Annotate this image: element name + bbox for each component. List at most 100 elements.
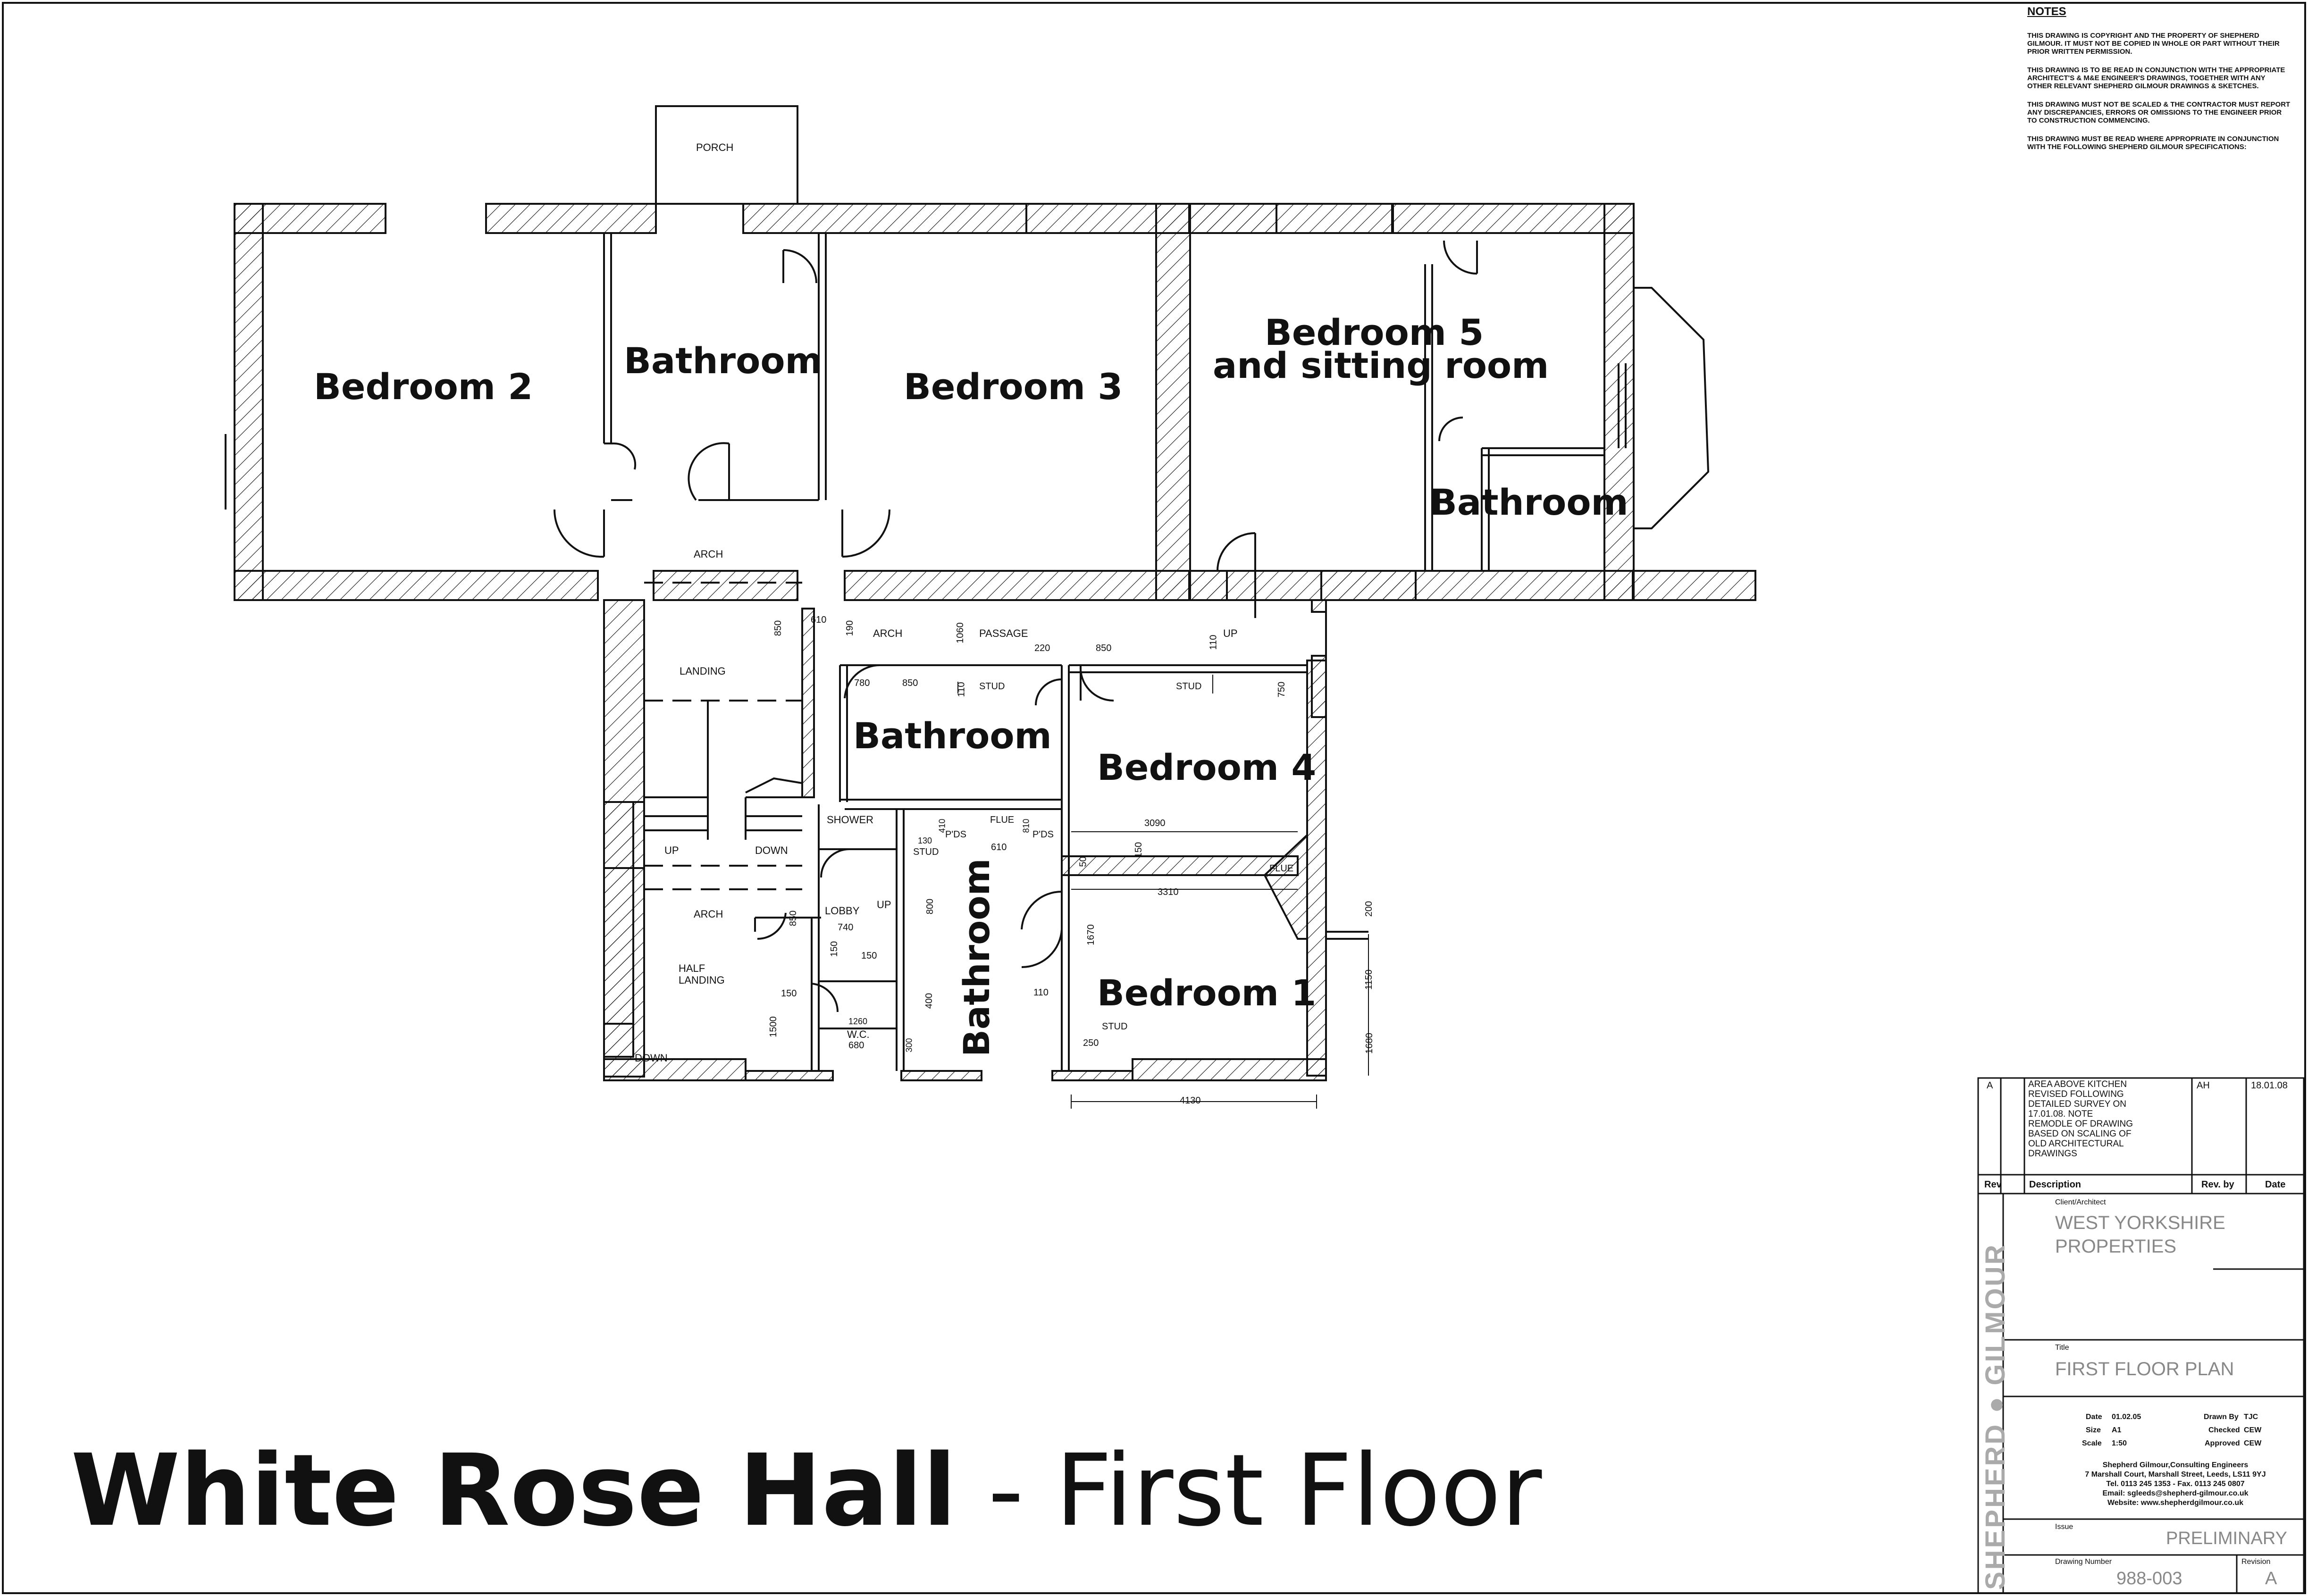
- size-value: A1: [2112, 1426, 2122, 1434]
- room-label-bedroom-5: Bedroom 5: [1265, 311, 1484, 353]
- dim-1260: 1260: [848, 1017, 868, 1026]
- col-rev: Rev: [1984, 1179, 2002, 1190]
- drawing-number-value: 988-003: [2116, 1569, 2182, 1588]
- room-label-sitting-room: and sitting room: [1213, 344, 1549, 386]
- label-pds-1: P'DS: [945, 829, 966, 840]
- title-block-frame: [1977, 1077, 2305, 1594]
- rev-desc-line: 17.01.08. NOTE: [2028, 1109, 2093, 1119]
- client-line-1: WEST YORKSHIRE: [2055, 1212, 2225, 1233]
- lower-doors: [757, 664, 1114, 1012]
- dim-1060: 1060: [955, 622, 965, 643]
- label-pds-2: P'DS: [1032, 829, 1054, 840]
- dim-1680: 1680: [1364, 1033, 1375, 1054]
- company-address: 7 Marshall Court, Marshall Street, Leeds…: [2085, 1471, 2266, 1479]
- drawn-by-value: TJC: [2244, 1413, 2258, 1421]
- upper-partitions: [225, 105, 1710, 571]
- room-label-bedroom-1: Bedroom 1: [1097, 972, 1317, 1014]
- room-label-bedroom-2: Bedroom 2: [314, 366, 533, 408]
- dim-610-b: 610: [991, 842, 1007, 852]
- rev-desc-line: DETAILED SURVEY ON: [2028, 1099, 2127, 1109]
- upper-doors: [553, 240, 1478, 618]
- main-title-bold: White Rose Hall: [71, 1433, 957, 1548]
- dim-300: 300: [904, 1038, 914, 1053]
- label-down-1: DOWN: [755, 844, 788, 856]
- title-value: FIRST FLOOR PLAN: [2055, 1359, 2234, 1379]
- dim-850-b: 850: [1096, 643, 1112, 653]
- label-stud-3: STUD: [913, 847, 939, 857]
- dim-200: 200: [1364, 901, 1375, 917]
- label-stud-2: STUD: [1176, 681, 1202, 692]
- label-down-2: DOWN: [635, 1052, 668, 1064]
- label-shower: SHOWER: [827, 814, 873, 826]
- drawn-by-label: Drawn By: [2204, 1413, 2239, 1421]
- dim-1150: 1150: [1364, 969, 1375, 990]
- note-scaling: THIS DRAWING MUST NOT BE SCALED & THE CO…: [2027, 100, 2291, 125]
- note-copyright: THIS DRAWING IS COPYRIGHT AND THE PROPER…: [2027, 32, 2280, 56]
- lower-partitions: [604, 582, 1368, 1080]
- dim-110-a: 110: [1208, 635, 1219, 650]
- dim-150-a: 150: [1133, 842, 1144, 858]
- main-title-rest: - First Floor: [956, 1433, 1542, 1548]
- client-label: Client/Architect: [2055, 1198, 2106, 1206]
- dim-3310: 3310: [1158, 887, 1179, 897]
- room-label-bathroom-mid: Bathroom: [853, 715, 1052, 757]
- client-line-2: PROPERTIES: [2055, 1236, 2177, 1257]
- dim-850-d: 850: [788, 910, 799, 927]
- note-specifications: THIS DRAWING MUST BE READ WHERE APPROPRI…: [2027, 135, 2279, 151]
- dim-1500: 1500: [768, 1016, 779, 1037]
- revision-value: A: [2265, 1569, 2277, 1588]
- note-conjunction: THIS DRAWING IS TO BE READ IN CONJUNCTIO…: [2027, 66, 2285, 90]
- dim-410: 410: [937, 819, 947, 833]
- rev-desc-line: REVISED FOLLOWING: [2028, 1089, 2124, 1099]
- rev-desc-line: REMODLE OF DRAWING: [2028, 1119, 2133, 1129]
- notes-heading: NOTES: [2027, 5, 2066, 18]
- label-arch-1: ARCH: [694, 548, 723, 560]
- rev-desc-line: AREA ABOVE KITCHEN: [2028, 1079, 2127, 1089]
- drawing-main-title: White Rose Hall - First Floor: [71, 1434, 1542, 1547]
- label-lobby: LOBBY: [825, 905, 860, 917]
- room-label-bedroom-4: Bedroom 4: [1097, 746, 1317, 788]
- dim-810: 810: [1021, 819, 1031, 833]
- dim-850: 850: [773, 620, 784, 636]
- label-passage: PASSAGE: [979, 627, 1028, 639]
- room-label-bathroom-vertical: Bathroom: [956, 858, 998, 1057]
- approved-label: Approved: [2205, 1439, 2240, 1447]
- rev-date-value: 18.01.08: [2251, 1080, 2288, 1091]
- dim-190: 190: [845, 620, 856, 636]
- col-description: Description: [2029, 1179, 2081, 1190]
- label-arch-3: ARCH: [694, 908, 723, 920]
- dim-3090: 3090: [1144, 818, 1166, 828]
- title-label: Title: [2055, 1344, 2069, 1352]
- company-email: Email: sgleeds@shepherd-gilmour.co.uk: [2102, 1489, 2249, 1497]
- scale-label: Scale: [2082, 1439, 2102, 1447]
- approved-value: CEW: [2244, 1439, 2262, 1447]
- dim-4130: 4130: [1180, 1095, 1201, 1106]
- room-label-bedroom-3: Bedroom 3: [904, 366, 1123, 408]
- company-details: Shepherd Gilmour,Consulting Engineers 7 …: [2072, 1461, 2279, 1508]
- issue-label: Issue: [2055, 1523, 2073, 1531]
- dim-680: 680: [848, 1040, 864, 1051]
- room-label-bathroom-top: Bathroom: [624, 340, 822, 382]
- company-name: Shepherd Gilmour,Consulting Engineers: [2102, 1461, 2249, 1469]
- label-landing-2: LANDING: [679, 974, 725, 986]
- date-label: Date: [2086, 1413, 2102, 1421]
- rev-desc-line: BASED ON SCALING OF: [2028, 1129, 2132, 1139]
- dim-1670: 1670: [1085, 924, 1096, 945]
- rev-desc-line: DRAWINGS: [2028, 1149, 2077, 1159]
- label-wc: W.C.: [847, 1028, 870, 1040]
- dim-220: 220: [1034, 643, 1050, 653]
- company-website: Website: www.shepherdgilmour.co.uk: [2107, 1499, 2244, 1507]
- revision-label: Revision: [2241, 1558, 2271, 1566]
- checked-label: Checked: [2208, 1426, 2240, 1434]
- label-flue-2: FLUE: [1269, 863, 1294, 874]
- label-porch: PORCH: [696, 142, 734, 153]
- dim-400: 400: [924, 993, 935, 1009]
- col-rev-by: Rev. by: [2201, 1179, 2234, 1190]
- dim-250: 250: [1083, 1038, 1099, 1048]
- rev-description: AREA ABOVE KITCHEN REVISED FOLLOWING DET…: [2028, 1079, 2189, 1159]
- general-notes: NOTES THIS DRAWING IS COPYRIGHT AND THE …: [2027, 5, 2291, 161]
- label-stud-1: STUD: [979, 681, 1005, 692]
- dim-740: 740: [838, 922, 854, 933]
- label-flue-1: FLUE: [990, 815, 1015, 825]
